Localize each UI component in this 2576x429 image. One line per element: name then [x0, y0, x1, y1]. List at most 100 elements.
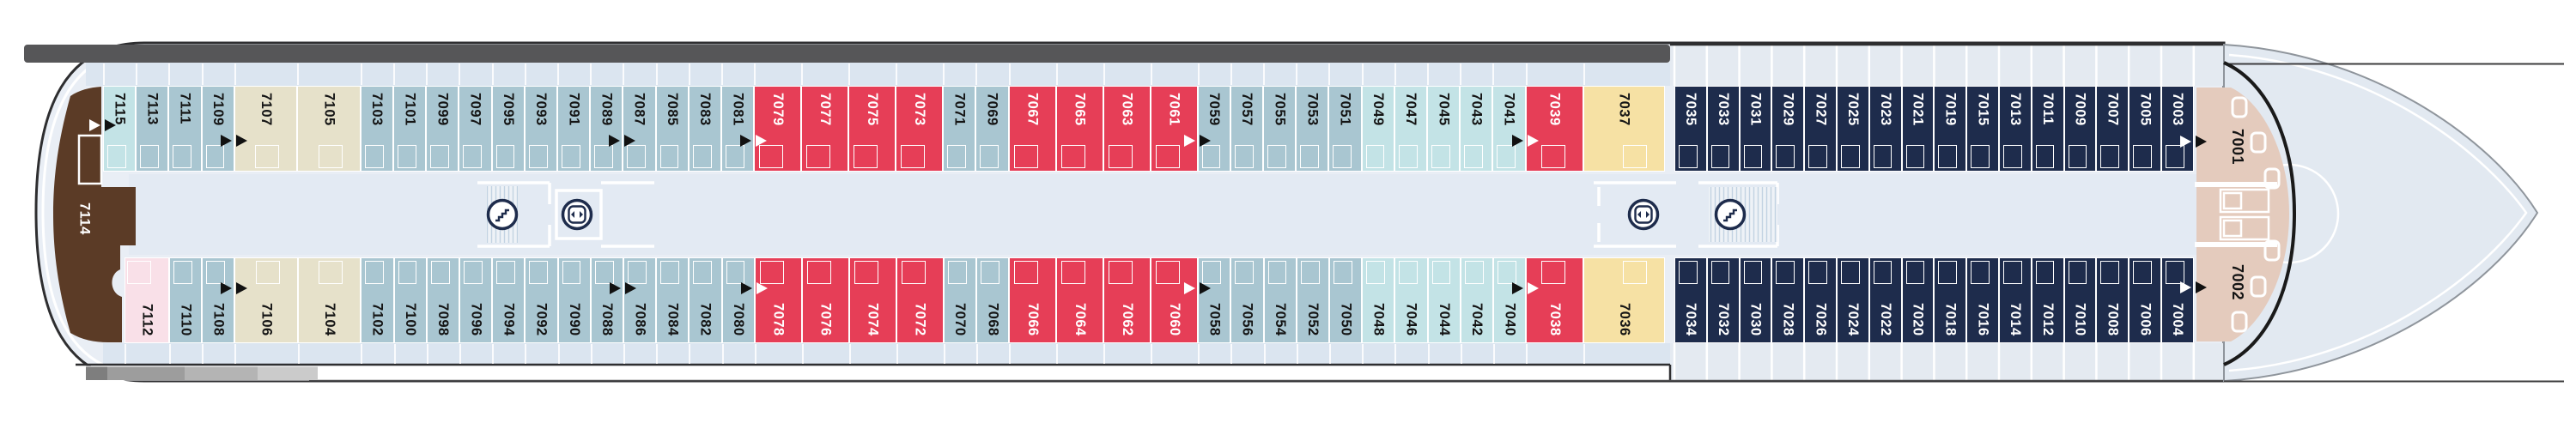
cabin-7070[interactable]: 7070: [943, 257, 976, 343]
cabin-7020[interactable]: 7020: [1901, 257, 1935, 343]
cabin-7050[interactable]: 7050: [1329, 257, 1363, 343]
cabin-7104[interactable]: 7104: [297, 257, 361, 343]
cabin-7112[interactable]: 7112: [125, 257, 169, 343]
cabin-7005[interactable]: 7005: [2129, 86, 2161, 172]
cabin-7082[interactable]: 7082: [689, 257, 722, 343]
cabin-7094[interactable]: 7094: [492, 257, 526, 343]
cabin-7093[interactable]: 7093: [524, 86, 557, 172]
cabin-7011[interactable]: 7011: [2031, 86, 2064, 172]
cabin-7057[interactable]: 7057: [1230, 86, 1263, 172]
cabin-7052[interactable]: 7052: [1296, 257, 1329, 343]
cabin-7022[interactable]: 7022: [1868, 257, 1902, 343]
cabin-7063[interactable]: 7063: [1103, 86, 1151, 172]
cabin-7069[interactable]: 7069: [975, 86, 1009, 172]
cabin-7078[interactable]: 7078: [754, 257, 802, 343]
cabin-7113[interactable]: 7113: [136, 86, 169, 172]
cabin-7067[interactable]: 7067: [1008, 86, 1056, 172]
cabin-7036[interactable]: 7036: [1583, 257, 1666, 343]
cabin-7062[interactable]: 7062: [1103, 257, 1151, 343]
cabin-7051[interactable]: 7051: [1328, 86, 1362, 172]
cabin-7073[interactable]: 7073: [896, 86, 944, 172]
cabin-7056[interactable]: 7056: [1230, 257, 1264, 343]
cabin-7076[interactable]: 7076: [801, 257, 849, 343]
cabin-7024[interactable]: 7024: [1837, 257, 1869, 343]
cabin-7081[interactable]: 7081: [721, 86, 755, 172]
cabin-7002[interactable]: 7002: [2229, 263, 2246, 301]
cabin-7040[interactable]: 7040: [1493, 257, 1527, 343]
cabin-7038[interactable]: 7038: [1526, 257, 1584, 343]
cabin-7025[interactable]: 7025: [1837, 86, 1869, 172]
cabin-7047[interactable]: 7047: [1394, 86, 1427, 172]
cabin-7032[interactable]: 7032: [1706, 257, 1740, 343]
cabin-7109[interactable]: 7109: [201, 86, 234, 172]
cabin-7013[interactable]: 7013: [1999, 86, 2032, 172]
cabin-7090[interactable]: 7090: [557, 257, 591, 343]
cabin-7074[interactable]: 7074: [848, 257, 896, 343]
cabin-7061[interactable]: 7061: [1150, 86, 1198, 172]
cabin-7028[interactable]: 7028: [1771, 257, 1805, 343]
cabin-7042[interactable]: 7042: [1460, 257, 1493, 343]
cabin-7110[interactable]: 7110: [169, 257, 203, 343]
cabin-7029[interactable]: 7029: [1771, 86, 1805, 172]
cabin-7030[interactable]: 7030: [1739, 257, 1772, 343]
cabin-7016[interactable]: 7016: [1966, 257, 1999, 343]
cabin-7010[interactable]: 7010: [2063, 257, 2097, 343]
cabin-7096[interactable]: 7096: [459, 257, 493, 343]
cabin-7041[interactable]: 7041: [1492, 86, 1526, 172]
cabin-7033[interactable]: 7033: [1706, 86, 1740, 172]
cabin-7044[interactable]: 7044: [1427, 257, 1461, 343]
cabin-7058[interactable]: 7058: [1198, 257, 1231, 343]
cabin-7079[interactable]: 7079: [754, 86, 802, 172]
cabin-7034[interactable]: 7034: [1674, 257, 1707, 343]
cabin-7031[interactable]: 7031: [1739, 86, 1772, 172]
cabin-7092[interactable]: 7092: [525, 257, 558, 343]
cabin-7043[interactable]: 7043: [1460, 86, 1493, 172]
cabin-7053[interactable]: 7053: [1296, 86, 1329, 172]
cabin-7086[interactable]: 7086: [623, 257, 657, 343]
cabin-7001[interactable]: 7001: [2229, 128, 2246, 166]
cabin-7015[interactable]: 7015: [1966, 86, 1999, 172]
cabin-7071[interactable]: 7071: [943, 86, 976, 172]
cabin-7089[interactable]: 7089: [590, 86, 623, 172]
cabin-7065[interactable]: 7065: [1055, 86, 1103, 172]
cabin-7014[interactable]: 7014: [1999, 257, 2032, 343]
cabin-7049[interactable]: 7049: [1361, 86, 1394, 172]
cabin-7105[interactable]: 7105: [297, 86, 361, 172]
cabin-7095[interactable]: 7095: [491, 86, 525, 172]
cabin-7027[interactable]: 7027: [1804, 86, 1837, 172]
cabin-7111[interactable]: 7111: [168, 86, 202, 172]
cabin-7107[interactable]: 7107: [234, 86, 298, 172]
cabin-7077[interactable]: 7077: [801, 86, 849, 172]
cabin-7019[interactable]: 7019: [1934, 86, 1967, 172]
cabin-7018[interactable]: 7018: [1934, 257, 1967, 343]
cabin-7064[interactable]: 7064: [1056, 257, 1104, 343]
cabin-7004[interactable]: 7004: [2161, 257, 2194, 343]
cabin-7037[interactable]: 7037: [1583, 86, 1665, 172]
cabin-7003[interactable]: 7003: [2161, 86, 2194, 172]
cabin-7048[interactable]: 7048: [1362, 257, 1395, 343]
cabin-7045[interactable]: 7045: [1427, 86, 1461, 172]
cabin-7046[interactable]: 7046: [1394, 257, 1428, 343]
cabin-7059[interactable]: 7059: [1197, 86, 1230, 172]
cabin-7087[interactable]: 7087: [623, 86, 656, 172]
cabin-7102[interactable]: 7102: [361, 257, 394, 343]
cabin-7055[interactable]: 7055: [1263, 86, 1297, 172]
cabin-7026[interactable]: 7026: [1804, 257, 1837, 343]
cabin-7054[interactable]: 7054: [1263, 257, 1297, 343]
cabin-7066[interactable]: 7066: [1009, 257, 1057, 343]
cabin-7035[interactable]: 7035: [1674, 86, 1707, 172]
cabin-7091[interactable]: 7091: [557, 86, 591, 172]
cabin-7023[interactable]: 7023: [1868, 86, 1902, 172]
cabin-7075[interactable]: 7075: [848, 86, 896, 172]
cabin-7080[interactable]: 7080: [721, 257, 755, 343]
cabin-7068[interactable]: 7068: [976, 257, 1010, 343]
cabin-7021[interactable]: 7021: [1901, 86, 1935, 172]
cabin-7084[interactable]: 7084: [656, 257, 690, 343]
cabin-7083[interactable]: 7083: [688, 86, 721, 172]
cabin-7099[interactable]: 7099: [426, 86, 459, 172]
cabin-7103[interactable]: 7103: [360, 86, 393, 172]
cabin-7039[interactable]: 7039: [1525, 86, 1583, 172]
cabin-7106[interactable]: 7106: [234, 257, 298, 343]
cabin-7009[interactable]: 7009: [2063, 86, 2097, 172]
cabin-7012[interactable]: 7012: [2031, 257, 2064, 343]
